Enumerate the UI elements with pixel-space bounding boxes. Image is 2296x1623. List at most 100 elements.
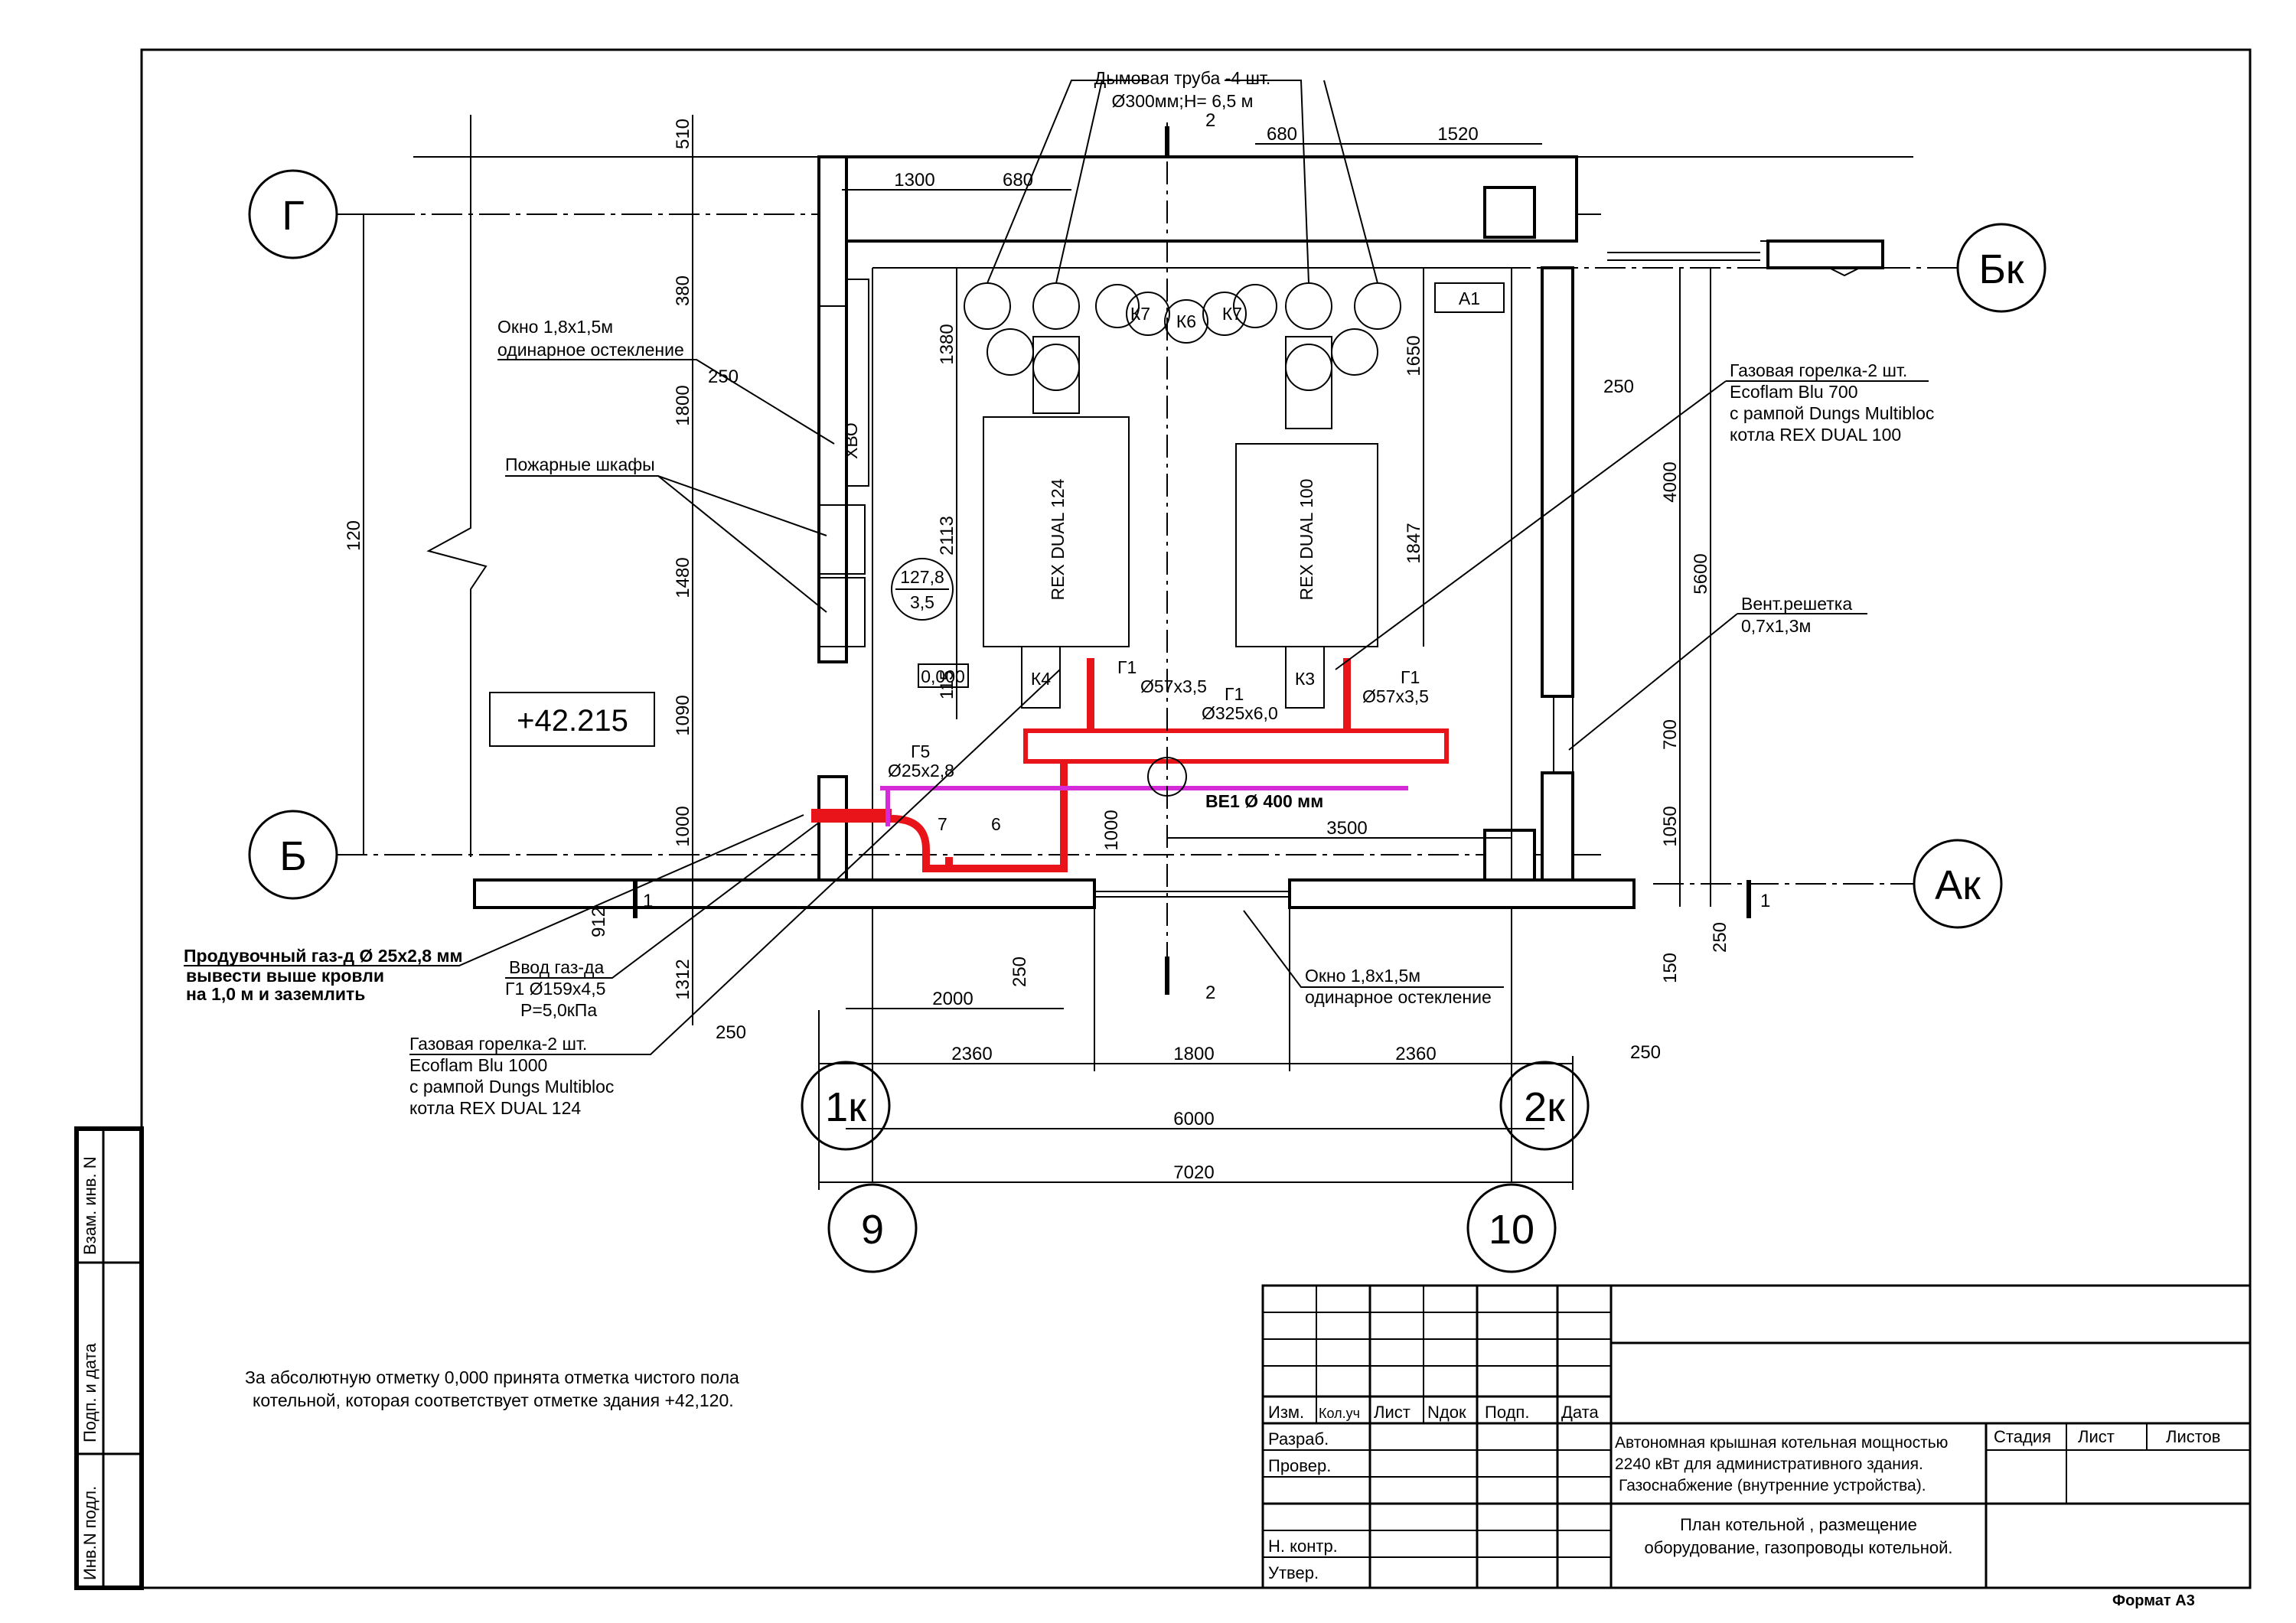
- g1-left-name: Г1: [1117, 657, 1137, 677]
- stamp-s3: Инв.N подл.: [80, 1486, 99, 1580]
- dim-1000a: 1000: [673, 806, 693, 846]
- tb-header-1: Кол.уч: [1319, 1406, 1360, 1421]
- dim-250b: 250: [1603, 376, 1634, 397]
- callout-7: 7: [938, 814, 947, 834]
- dim-1520: 1520: [1437, 124, 1478, 145]
- tb-role-1: Провер.: [1268, 1456, 1331, 1475]
- dim-250d: 250: [1630, 1042, 1661, 1063]
- burner-left-2: Ecoflam Blu 1000: [409, 1055, 547, 1075]
- purge-1: Продувочный газ-д Ø 25х2,8 мм: [184, 946, 463, 966]
- burner-left-4: котла REX DUAL 124: [409, 1098, 581, 1118]
- fire-cabinet-2: [818, 577, 866, 647]
- dim-1380: 1380: [937, 324, 957, 364]
- dim-2360a: 2360: [951, 1044, 992, 1064]
- dim-1847: 1847: [1404, 523, 1424, 563]
- dim-2000: 2000: [932, 989, 973, 1009]
- burner-left-1: Газовая горелка-2 шт.: [409, 1034, 587, 1054]
- g1-right-name: Г1: [1401, 667, 1420, 687]
- tb-header-5: Дата: [1561, 1403, 1599, 1422]
- dim-5600: 5600: [1691, 553, 1711, 594]
- purge-2: вывести выше кровли: [186, 966, 384, 986]
- project-line-3: Газоснабжение (внутренние устройства).: [1619, 1477, 1926, 1494]
- axis-bk: Бк: [1978, 246, 2024, 292]
- dim-1650: 1650: [1404, 335, 1424, 376]
- title-block: [1261, 1284, 2252, 1589]
- side-stamp: [74, 1126, 144, 1590]
- k3-label: К3: [1295, 669, 1315, 689]
- a1-label: А1: [1459, 288, 1480, 308]
- stamp-s2: Подп. и дата: [80, 1343, 99, 1442]
- format-label: Формат А3: [2112, 1592, 2195, 1609]
- window-bottom-2: одинарное остекление: [1305, 987, 1492, 1007]
- axis-g: Г: [282, 193, 304, 239]
- g5-name: Г5: [911, 741, 930, 761]
- chimney-note-2: Ø300мм;Н= 6,5 м: [1112, 91, 1254, 111]
- section-1-right: 1: [1760, 891, 1770, 911]
- dim-250e: 250: [1009, 957, 1030, 987]
- note-line-2: котельной, которая соответствует отметке…: [253, 1390, 734, 1410]
- project-line-2: 2240 кВт для административного здания.: [1615, 1455, 1923, 1473]
- elevation-box: [489, 692, 655, 747]
- dim-680a: 680: [1003, 170, 1033, 191]
- tb-header-4: Подп.: [1485, 1403, 1529, 1422]
- dim-150: 150: [1660, 953, 1681, 983]
- dim-115: 115: [937, 670, 957, 699]
- dim-250f: 250: [1710, 922, 1730, 953]
- dim-4000: 4000: [1660, 461, 1681, 502]
- dim-2360b: 2360: [1395, 1044, 1436, 1064]
- tb-role-2: Н. контр.: [1268, 1537, 1338, 1556]
- g1-right-size: Ø57х3,5: [1362, 686, 1429, 706]
- chimney-note-1: Дымовая труба -4 шт.: [1094, 68, 1271, 88]
- dim-1000b: 1000: [1101, 810, 1122, 850]
- gas-inlet-3: Р=5,0кПа: [520, 1000, 597, 1020]
- axis-10: 10: [1489, 1207, 1534, 1253]
- g5-size: Ø25х2,8: [888, 761, 954, 781]
- tb-role-3: Утвер.: [1268, 1563, 1319, 1582]
- elevation-value: +42.215: [517, 704, 628, 738]
- circle-note-top: 127,8: [900, 567, 944, 587]
- gas-pipes: [811, 658, 1449, 872]
- tb-sheet: Лист: [2078, 1427, 2115, 1446]
- dim-1480: 1480: [673, 557, 693, 598]
- axis-2k: 2к: [1524, 1084, 1565, 1130]
- chimneys: [964, 282, 1401, 429]
- gas-inlet-1: Ввод газ-да: [509, 957, 604, 977]
- sheet-title-2: оборудование, газопроводы котельной.: [1645, 1538, 1953, 1557]
- dim-250c: 250: [716, 1022, 746, 1043]
- dim-3500: 3500: [1326, 818, 1367, 839]
- axis-1k: 1к: [825, 1084, 866, 1130]
- fire-cabinets-label: Пожарные шкафы: [505, 455, 655, 474]
- g1-left-size: Ø57х3,5: [1140, 676, 1207, 696]
- tb-sheets: Листов: [2166, 1427, 2220, 1446]
- window-top-2: одинарное остекление: [497, 340, 684, 360]
- axis-bubbles: [248, 169, 2047, 1273]
- burner-right-3: с рампой Dungs Multibloc: [1730, 403, 1934, 423]
- window-bottom-1: Окно 1,8х1,5м: [1305, 966, 1420, 986]
- dim-6000: 6000: [1173, 1109, 1214, 1129]
- tb-header-0: Изм.: [1268, 1403, 1304, 1422]
- burner-right-2: Ecoflam Blu 700: [1730, 382, 1857, 402]
- tb-header-2: Лист: [1374, 1403, 1411, 1422]
- k7-right: К7: [1222, 304, 1242, 324]
- g1-main-name: Г1: [1225, 684, 1244, 704]
- dim-1800v: 1800: [673, 385, 693, 425]
- dim-7020: 7020: [1173, 1162, 1214, 1183]
- k7-left: К7: [1130, 304, 1150, 324]
- dim-1300: 1300: [894, 170, 934, 191]
- tb-header-3: Nдок: [1427, 1403, 1466, 1422]
- purge-3: на 1,0 м и заземлить: [186, 984, 365, 1004]
- dim-380: 380: [673, 275, 693, 306]
- section-1-left: 1: [643, 891, 653, 911]
- sheet-title-1: План котельной , размещение: [1680, 1515, 1917, 1534]
- ve1-label: ВЕ1 Ø 400 мм: [1205, 791, 1323, 811]
- vent-grille-2: 0,7х1,3м: [1741, 616, 1811, 636]
- burner-right-1: Газовая горелка-2 шт.: [1730, 360, 1907, 380]
- zero-mark: 0,000: [921, 666, 965, 686]
- callout-6: 6: [991, 814, 1001, 834]
- axis-9: 9: [861, 1207, 884, 1253]
- tb-stage: Стадия: [1994, 1427, 2051, 1446]
- burner-k3: [1285, 646, 1325, 709]
- dim-1050: 1050: [1660, 806, 1681, 846]
- burner-k4: [1021, 646, 1061, 709]
- dim-912: 912: [589, 907, 609, 937]
